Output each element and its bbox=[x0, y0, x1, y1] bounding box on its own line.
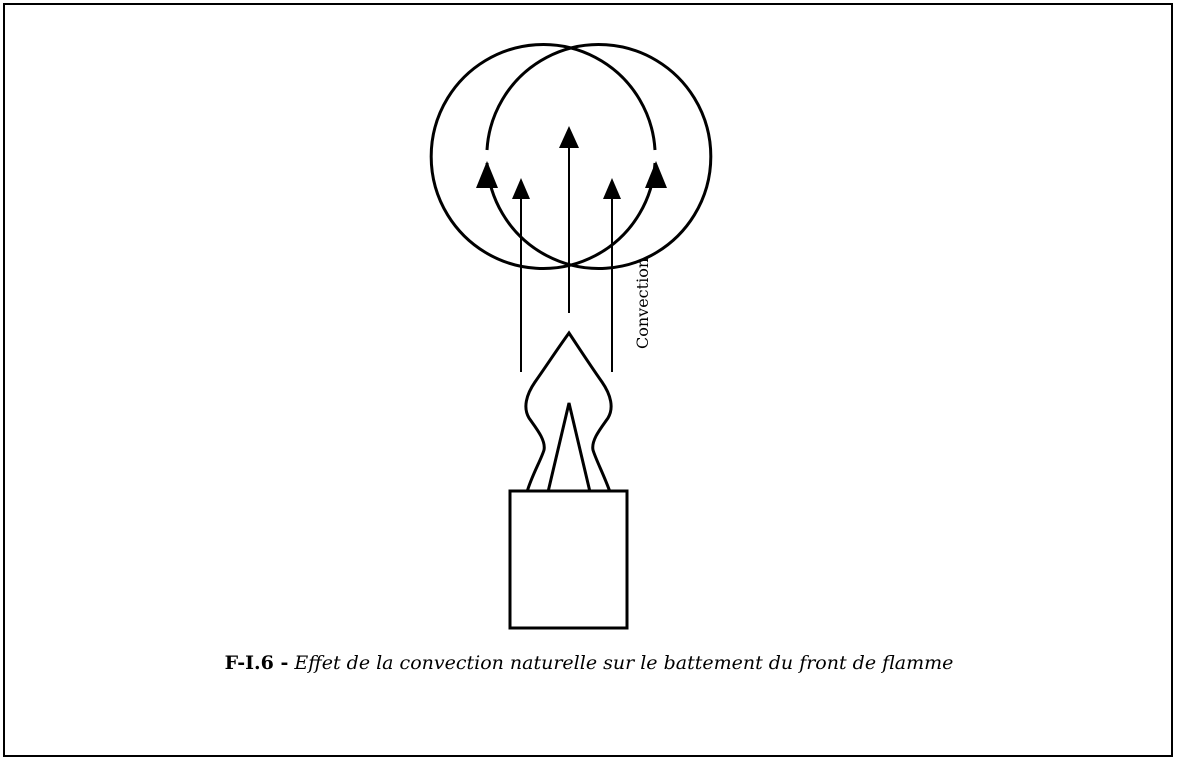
convection-arrow-center-head bbox=[559, 126, 579, 148]
outer-flame bbox=[524, 330, 613, 493]
figure-caption: F-I.6 - Effet de la convection naturelle… bbox=[0, 652, 1178, 674]
right-vortex-circle bbox=[429, 43, 657, 270]
left-vortex-circle bbox=[485, 43, 713, 270]
left-vortex-arrowhead bbox=[476, 161, 498, 188]
convection-arrow-right-head bbox=[603, 178, 621, 199]
convection-arrows bbox=[512, 126, 621, 372]
caption-label: F-I.6 - bbox=[224, 652, 289, 674]
burner-base bbox=[508, 489, 629, 630]
caption-text: Effet de la convection naturelle sur le … bbox=[294, 652, 954, 674]
figure-frame bbox=[3, 3, 1173, 757]
convection-label: Convection bbox=[633, 258, 652, 349]
right-vortex-arrowhead bbox=[645, 161, 667, 188]
inner-flame bbox=[546, 402, 592, 493]
convection-arrow-left-head bbox=[512, 178, 530, 199]
